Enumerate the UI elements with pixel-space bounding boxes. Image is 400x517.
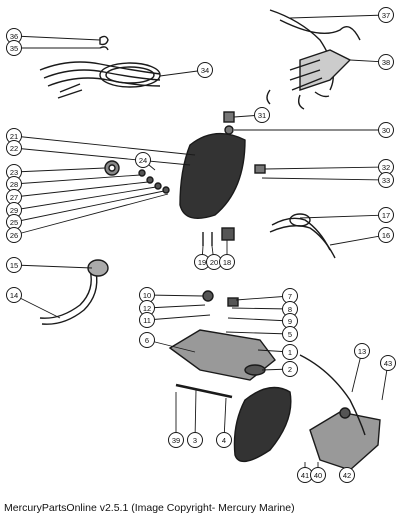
callout-number: 29	[10, 206, 18, 215]
callout-number: 5	[288, 330, 292, 339]
callout-leader	[231, 307, 291, 310]
callout-leader	[289, 14, 387, 19]
callout-leader	[13, 135, 196, 156]
callout-number: 23	[10, 168, 18, 177]
callout-number: 37	[382, 11, 390, 20]
callout-number: 36	[10, 32, 18, 41]
callout-leader	[13, 294, 61, 319]
callout-number: 26	[10, 231, 18, 240]
callout-number: 30	[382, 126, 390, 135]
callout-number: 19	[198, 258, 206, 267]
callout-leader	[13, 186, 157, 211]
callout-leader	[146, 339, 196, 353]
callout-circle	[378, 7, 394, 23]
callout-leader	[13, 174, 141, 185]
callout-number: 38	[382, 58, 390, 67]
callout-leader	[299, 214, 387, 219]
callout-number: 2	[288, 365, 292, 374]
callout-circle	[219, 254, 235, 270]
callout-number: 34	[201, 66, 209, 75]
callout-circle	[378, 122, 394, 138]
callout-number: 4	[222, 436, 226, 445]
callout-circle	[6, 227, 22, 243]
callout-number: 6	[145, 336, 149, 345]
callout-circle	[139, 332, 155, 348]
callout-number: 3	[193, 436, 197, 445]
callout-circle	[310, 467, 326, 483]
callout-number: 35	[10, 44, 18, 53]
callout-leader	[13, 181, 149, 198]
callout-number: 21	[10, 132, 18, 141]
callout-number: 27	[10, 193, 18, 202]
callout-leader	[261, 177, 387, 181]
copyright-caption: MercuryPartsOnline v2.5.1 (Image Copyrig…	[4, 502, 295, 514]
callout-number: 20	[210, 258, 218, 267]
callout-circle	[139, 312, 155, 328]
callout-number: 39	[172, 436, 180, 445]
callout-circle	[339, 467, 355, 483]
callout-number: 8	[288, 305, 292, 314]
callout-number: 17	[382, 211, 390, 220]
callout-number: 24	[139, 156, 147, 165]
callout-number: 10	[143, 291, 151, 300]
callout-circle	[254, 107, 270, 123]
callout-circle	[6, 40, 22, 56]
callout-leader	[13, 190, 165, 223]
callout-number: 18	[223, 258, 231, 267]
callout-circle	[197, 62, 213, 78]
callout-number: 28	[10, 180, 18, 189]
callout-circle	[6, 287, 22, 303]
callout-leader	[13, 147, 191, 166]
callout-circle	[187, 432, 203, 448]
callout-number: 41	[301, 471, 309, 480]
callout-leader	[194, 389, 197, 441]
callout-circle	[354, 343, 370, 359]
callout-circle	[378, 227, 394, 243]
callout-number: 7	[288, 292, 292, 301]
callout-number: 32	[382, 163, 390, 172]
callout-leader	[13, 35, 101, 41]
callout-leader	[329, 234, 387, 246]
callout-leader	[13, 167, 106, 173]
callout-leader	[225, 331, 291, 335]
callout-leader	[264, 166, 387, 170]
callout-number: 13	[358, 347, 366, 356]
callout-leader	[146, 304, 206, 309]
callout-leader	[146, 294, 204, 297]
callout-number: 25	[10, 218, 18, 227]
callout-number: 42	[343, 471, 351, 480]
callout-number: 14	[10, 291, 18, 300]
callout-circle	[282, 326, 298, 342]
callout-number: 1	[288, 348, 292, 357]
callout-leader	[13, 193, 169, 236]
callout-number: 31	[258, 111, 266, 120]
callout-circle	[6, 140, 22, 156]
callout-number: 43	[384, 359, 392, 368]
callout-number: 33	[382, 176, 390, 185]
callout-number: 12	[143, 304, 151, 313]
callout-circle	[378, 172, 394, 188]
callout-number: 9	[288, 317, 292, 326]
callout-circle	[282, 361, 298, 377]
callout-number: 16	[382, 231, 390, 240]
callout-number: 11	[143, 316, 151, 325]
callout-circle	[6, 257, 22, 273]
callout-number: 40	[314, 471, 322, 480]
callout-circle	[135, 152, 151, 168]
callout-number: 15	[10, 261, 18, 270]
callout-leader	[146, 314, 211, 321]
callout-leader	[235, 295, 291, 301]
callout-number: 22	[10, 144, 18, 153]
callout-circle	[378, 54, 394, 70]
callout-circle	[282, 344, 298, 360]
callout-circle	[378, 207, 394, 223]
callout-circle	[380, 355, 396, 371]
callout-leader	[227, 317, 291, 322]
callout-leader	[13, 264, 93, 269]
callout-circle	[168, 432, 184, 448]
callout-circle	[216, 432, 232, 448]
